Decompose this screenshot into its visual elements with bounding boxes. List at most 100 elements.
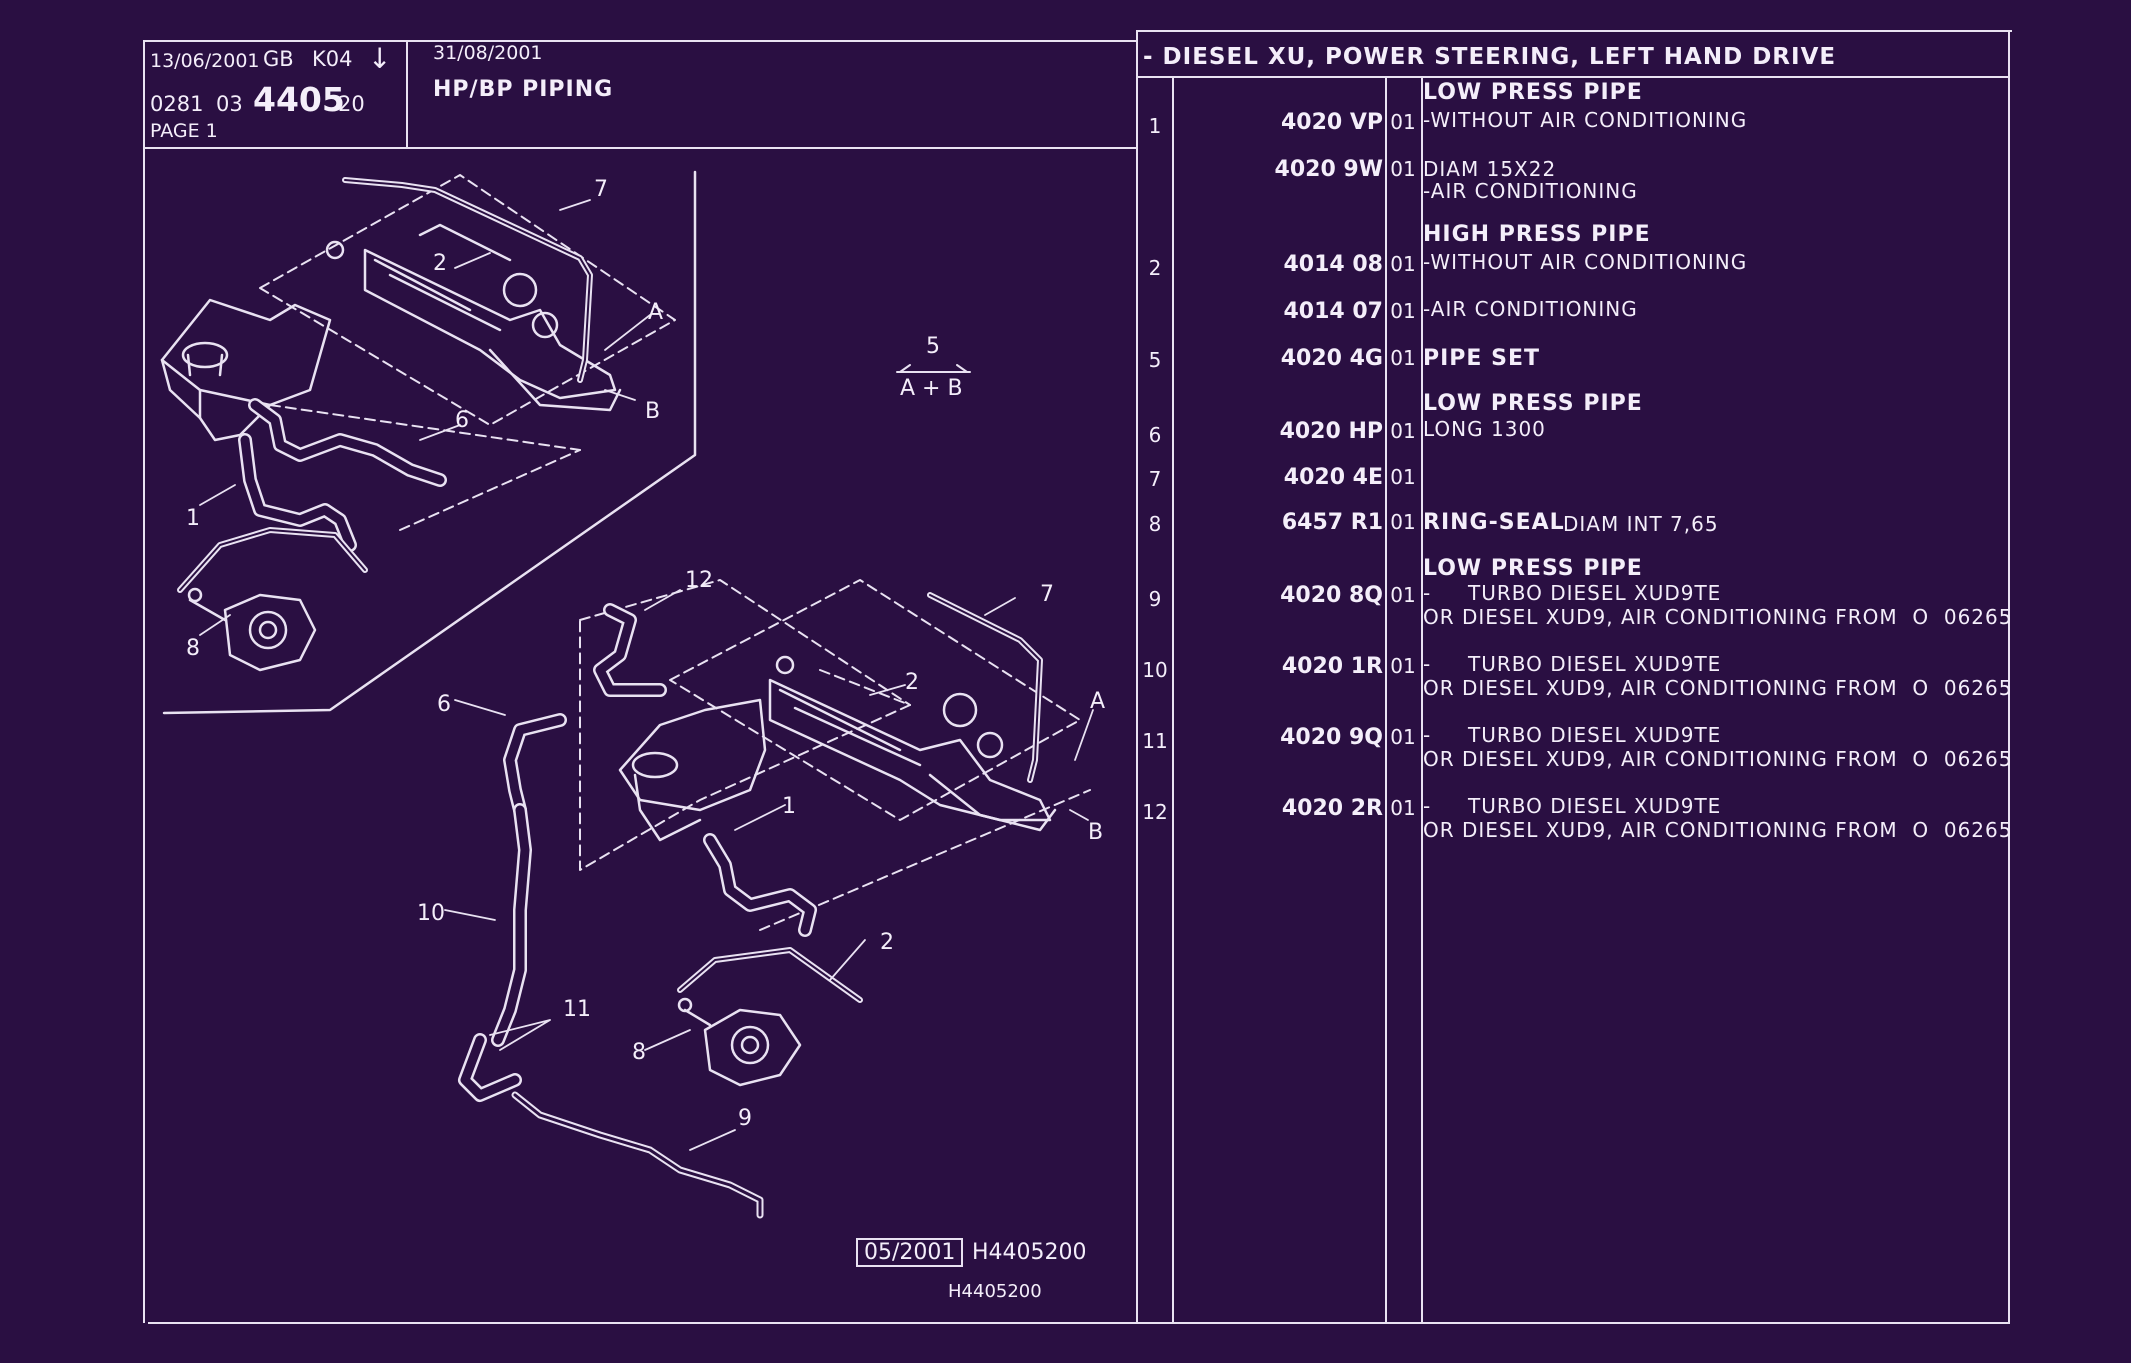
col-qty-line-a [1385, 77, 1387, 1322]
col-qty-line-b [1421, 77, 1423, 1322]
row-quantity: 01 [1390, 583, 1416, 607]
row-index: 8 [1148, 512, 1162, 536]
row-quantity: 01 [1390, 510, 1416, 534]
row-description: -WITHOUT AIR CONDITIONING [1423, 108, 1748, 132]
callout-label: 6 [437, 692, 451, 717]
row-heading: RING-SEAL [1423, 510, 1565, 535]
row-description-2: -AIR CONDITIONING [1423, 179, 1638, 203]
section-title: - DIESEL XU, POWER STEERING, LEFT HAND D… [1143, 44, 1837, 70]
row-description-2: OR DIESEL XUD9, AIR CONDITIONING FROM O … [1423, 605, 2013, 629]
row-description-2: OR DIESEL XUD9, AIR CONDITIONING FROM O … [1423, 747, 2013, 771]
section-title-underline [1136, 76, 2010, 78]
row-quantity: 01 [1390, 157, 1416, 181]
row-description: -AIR CONDITIONING [1423, 297, 1638, 321]
callout-label: 2 [880, 930, 894, 955]
callout-label: 12 [685, 568, 713, 593]
pump-upper [187, 587, 317, 672]
inset-border [162, 170, 697, 715]
row-reference: 4020 8Q [1280, 583, 1383, 608]
row-description: - TURBO DIESEL XUD9TE [1423, 794, 1722, 818]
header-market: GB [263, 47, 294, 71]
row-description: DIAM 15X22 [1423, 157, 1557, 181]
row-description: -WITHOUT AIR CONDITIONING [1423, 250, 1748, 274]
row-reference: 4020 4E [1283, 465, 1383, 490]
row-index: 12 [1142, 800, 1168, 824]
header-code: K04 [312, 47, 353, 71]
col-idx-line [1172, 77, 1174, 1322]
callout-label: 10 [417, 901, 445, 926]
pipe-7-upper [342, 177, 593, 383]
row-description: DIAM INT 7,65 [1563, 512, 1719, 536]
header-vertical [406, 40, 408, 148]
row-index: 2 [1148, 256, 1162, 280]
exploded-diagram [160, 170, 1094, 1219]
frame-top-right [1137, 30, 2012, 32]
row-quantity: 01 [1390, 419, 1416, 443]
callout-label: 8 [186, 636, 200, 661]
row-quantity: 01 [1390, 346, 1416, 370]
row-reference: 4020 9Q [1280, 725, 1383, 750]
row-heading: LOW PRESS PIPE [1423, 391, 1643, 416]
header-date1: 13/06/2001 [150, 50, 260, 72]
row-quantity: 01 [1390, 654, 1416, 678]
callout-label: A [1090, 689, 1106, 714]
header-num-a: 0281 [150, 92, 204, 116]
callout-label: 2 [433, 251, 447, 276]
row-heading: HIGH PRESS PIPE [1423, 222, 1651, 247]
date-box: 05/2001 [856, 1238, 964, 1267]
row-reference: 4020 4G [1280, 346, 1383, 371]
callout-label: 1 [782, 794, 796, 819]
row-description: LONG 1300 [1423, 417, 1546, 441]
row-reference: 4020 2R [1281, 796, 1383, 821]
reservoir-lower [618, 698, 767, 842]
inset-platform [259, 174, 676, 426]
row-heading: LOW PRESS PIPE [1423, 80, 1643, 105]
callout-label: A + B [900, 376, 963, 401]
callout-label: 11 [563, 997, 591, 1022]
row-index: 6 [1148, 423, 1162, 447]
row-heading: LOW PRESS PIPE [1423, 556, 1643, 581]
row-quantity: 01 [1390, 796, 1416, 820]
row-quantity: 01 [1390, 110, 1416, 134]
header-divider [143, 147, 1138, 149]
pipe-9 [511, 1091, 764, 1219]
callout-label: 6 [455, 408, 469, 433]
drawing-reference: H4405200 [972, 1240, 1087, 1265]
row-index: 11 [1142, 729, 1168, 753]
frame-bottom [148, 1322, 2010, 1324]
row-quantity: 01 [1390, 299, 1416, 323]
row-reference: 4014 08 [1283, 252, 1383, 277]
callout-label: B [645, 399, 661, 424]
callout-label: 7 [594, 177, 608, 202]
row-quantity: 01 [1390, 465, 1416, 489]
row-reference: 6457 R1 [1281, 510, 1383, 535]
callout-label: 9 [738, 1106, 752, 1131]
steering-rack-upper [325, 223, 622, 412]
row-quantity: 01 [1390, 252, 1416, 276]
row-description: - TURBO DIESEL XUD9TE [1423, 723, 1722, 747]
frame-right [2008, 30, 2010, 1323]
callout-label: A [648, 300, 664, 325]
row-index: 10 [1142, 658, 1168, 682]
pump-lower [677, 997, 802, 1087]
page-title: HP/BP PIPING [433, 77, 614, 102]
callout-label: 8 [632, 1040, 646, 1065]
callout-label: 2 [905, 670, 919, 695]
lower-main-view [444, 579, 1094, 1219]
callout-label: 5 [926, 334, 940, 359]
row-reference: 4020 VP [1280, 110, 1383, 135]
row-index: 7 [1148, 467, 1162, 491]
drawing-table-divider [1136, 30, 1138, 1323]
callout-5-symbol [896, 364, 971, 373]
row-index: 5 [1148, 348, 1162, 372]
row-reference: 4020 1R [1281, 654, 1383, 679]
row-reference: 4020 9W [1274, 157, 1383, 182]
header-page: PAGE 1 [150, 120, 218, 142]
header-arrow-icon: ↓ [368, 42, 392, 75]
header-date2: 31/08/2001 [433, 42, 543, 64]
header-num-b: 03 [216, 92, 243, 116]
header-plate-number: 4405 [253, 80, 345, 119]
callout-label: 7 [1040, 582, 1054, 607]
row-index: 1 [1148, 114, 1162, 138]
